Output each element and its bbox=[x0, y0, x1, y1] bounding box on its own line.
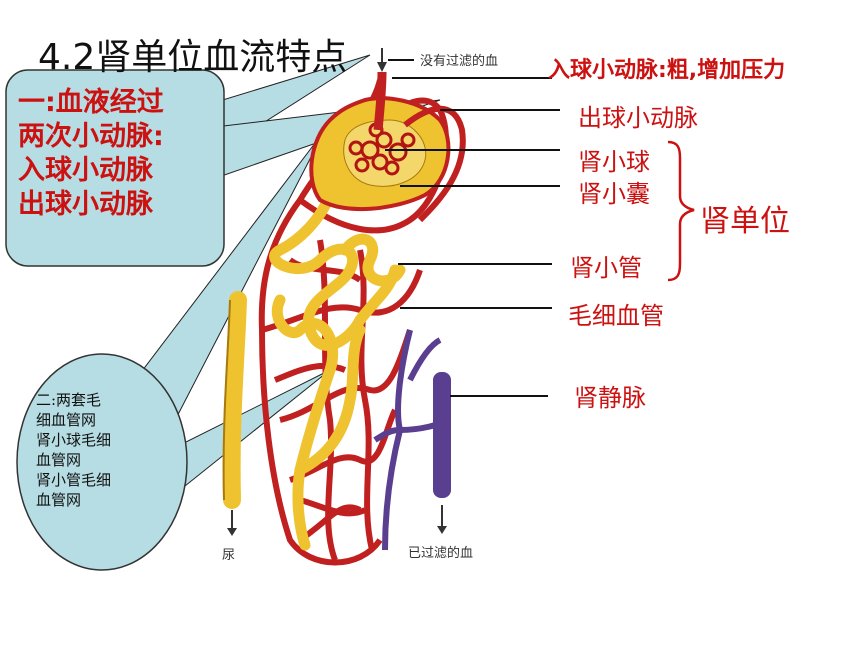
page-title: 4.2肾单位血流特点 bbox=[38, 37, 348, 78]
efferent-arteriole bbox=[403, 105, 466, 223]
renal-tubule-label: 肾小管 bbox=[570, 254, 642, 282]
glomerulus-label: 肾小球 bbox=[578, 148, 650, 176]
efferent-arteriole-label: 出球小动脉 bbox=[578, 104, 698, 132]
bowmans-capsule-label: 肾小囊 bbox=[578, 180, 650, 208]
callout2-text: 二:两套毛 细血管网 肾小球毛细 血管网 肾小管毛细 血管网 bbox=[36, 390, 111, 510]
callout2-line: 肾小球毛细 bbox=[36, 431, 112, 449]
renal-vein bbox=[433, 372, 451, 534]
filtered-blood-label: 已过滤的血 bbox=[408, 546, 474, 561]
callout2-line: 血管网 bbox=[36, 451, 82, 469]
afferent-arteriole bbox=[373, 48, 387, 131]
afferent-arteriole-label: 入球小动脉:粗,增加压力 bbox=[548, 58, 786, 83]
callout2-line: 二:两套毛 bbox=[36, 391, 102, 409]
callout1-line: 出球小动脉 bbox=[18, 189, 153, 220]
unfiltered-blood-label: 没有过滤的血 bbox=[420, 54, 499, 69]
capillary-label: 毛细血管 bbox=[568, 302, 664, 330]
renal-tubule bbox=[269, 189, 406, 551]
nephron-brace bbox=[667, 140, 695, 282]
callout2-line: 细血管网 bbox=[36, 411, 97, 429]
callout2-bubble bbox=[16, 129, 331, 571]
callout1-line: 入球小动脉 bbox=[18, 155, 153, 186]
urine-label: 尿 bbox=[222, 548, 236, 563]
collecting-duct bbox=[222, 291, 247, 536]
renal-vein-label: 肾静脉 bbox=[574, 384, 646, 412]
callout1-line: 一:血液经过 bbox=[18, 87, 164, 118]
leader-lines bbox=[385, 59, 560, 397]
callout2-line: 肾小管毛细 bbox=[36, 471, 112, 489]
callout2-line: 血管网 bbox=[36, 491, 82, 509]
callout1-text: 一:血液经过 两次小动脉: 入球小动脉 出球小动脉 bbox=[18, 86, 164, 222]
callout1-line: 两次小动脉: bbox=[18, 121, 164, 152]
nephron-label: 肾单位 bbox=[700, 204, 790, 239]
